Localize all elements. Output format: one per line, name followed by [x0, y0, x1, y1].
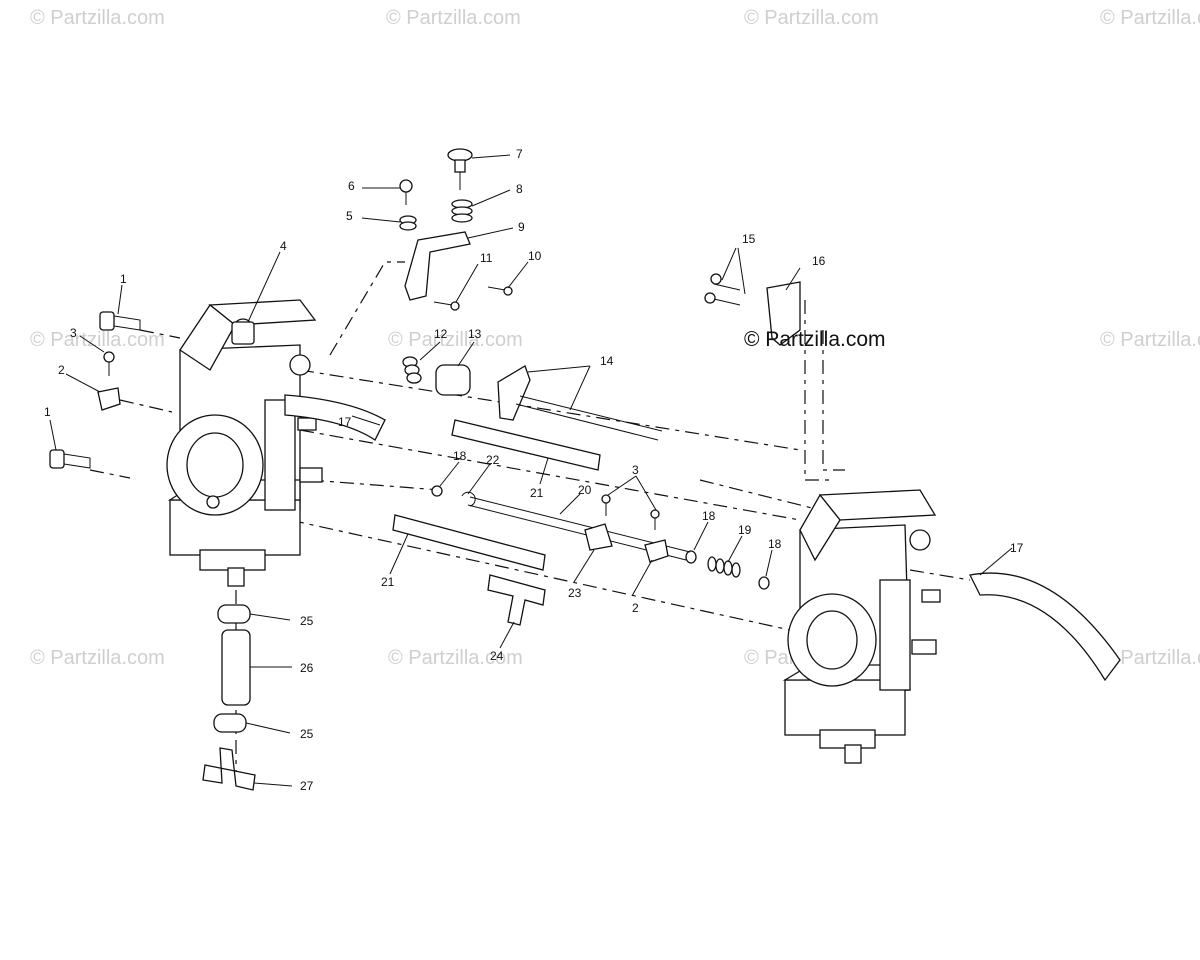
leader-lines — [49, 154, 1013, 787]
watermark: © Partzilla.com — [388, 329, 523, 351]
callout-25: 25 — [300, 614, 314, 628]
callout-1: 1 — [120, 272, 127, 286]
callout-8: 8 — [516, 182, 523, 196]
watermark: © Partzilla.com — [388, 647, 523, 669]
callout-25: 25 — [300, 727, 314, 741]
watermark: © Partzilla.com — [30, 329, 165, 351]
watermark: © Partzilla.com — [744, 7, 879, 29]
callout-labels: 1 1 2 2 3 3 4 5 6 7 8 9 10 11 12 13 14 1… — [44, 147, 1024, 793]
watermark: © Partzilla.com — [1100, 7, 1200, 29]
callout-15: 15 — [742, 232, 756, 246]
callout-24: 24 — [490, 649, 504, 663]
callout-3: 3 — [632, 463, 639, 477]
callout-11: 11 — [480, 251, 493, 265]
callout-1: 1 — [44, 405, 51, 419]
brand-mark: © Partzilla.com — [744, 328, 886, 351]
watermark: © Partzilla.com — [1100, 647, 1200, 669]
callout-2: 2 — [58, 363, 65, 377]
callout-16: 16 — [812, 254, 826, 268]
callout-21: 21 — [381, 575, 395, 589]
callout-9: 9 — [518, 220, 525, 234]
callout-10: 10 — [528, 249, 542, 263]
callout-17: 17 — [338, 415, 352, 429]
callout-20: 20 — [578, 483, 592, 497]
callout-17: 17 — [1010, 541, 1024, 555]
callout-26: 26 — [300, 661, 314, 675]
callout-23: 23 — [568, 586, 582, 600]
callout-6: 6 — [348, 179, 355, 193]
watermark: © Partzilla.com — [30, 7, 165, 29]
watermark: © Partzilla.com — [30, 647, 165, 669]
callout-3: 3 — [70, 326, 77, 340]
watermark: © Partzilla.com — [386, 7, 521, 29]
right-carburetor — [782, 489, 941, 764]
callout-4: 4 — [280, 239, 287, 253]
callout-19: 19 — [738, 523, 752, 537]
callout-18: 18 — [453, 449, 467, 463]
parts — [49, 148, 1121, 791]
callout-5: 5 — [346, 209, 353, 223]
callout-18: 18 — [702, 509, 716, 523]
watermark: © Partzilla.com — [1100, 329, 1200, 351]
callout-18: 18 — [768, 537, 782, 551]
callout-22: 22 — [486, 453, 500, 467]
left-carburetor — [166, 299, 323, 587]
callout-27: 27 — [300, 779, 314, 793]
callout-14: 14 — [600, 354, 614, 368]
callout-13: 13 — [468, 327, 482, 341]
callout-21: 21 — [530, 486, 544, 500]
callout-12: 12 — [434, 327, 448, 341]
callout-7: 7 — [516, 147, 523, 161]
callout-2: 2 — [632, 601, 639, 615]
